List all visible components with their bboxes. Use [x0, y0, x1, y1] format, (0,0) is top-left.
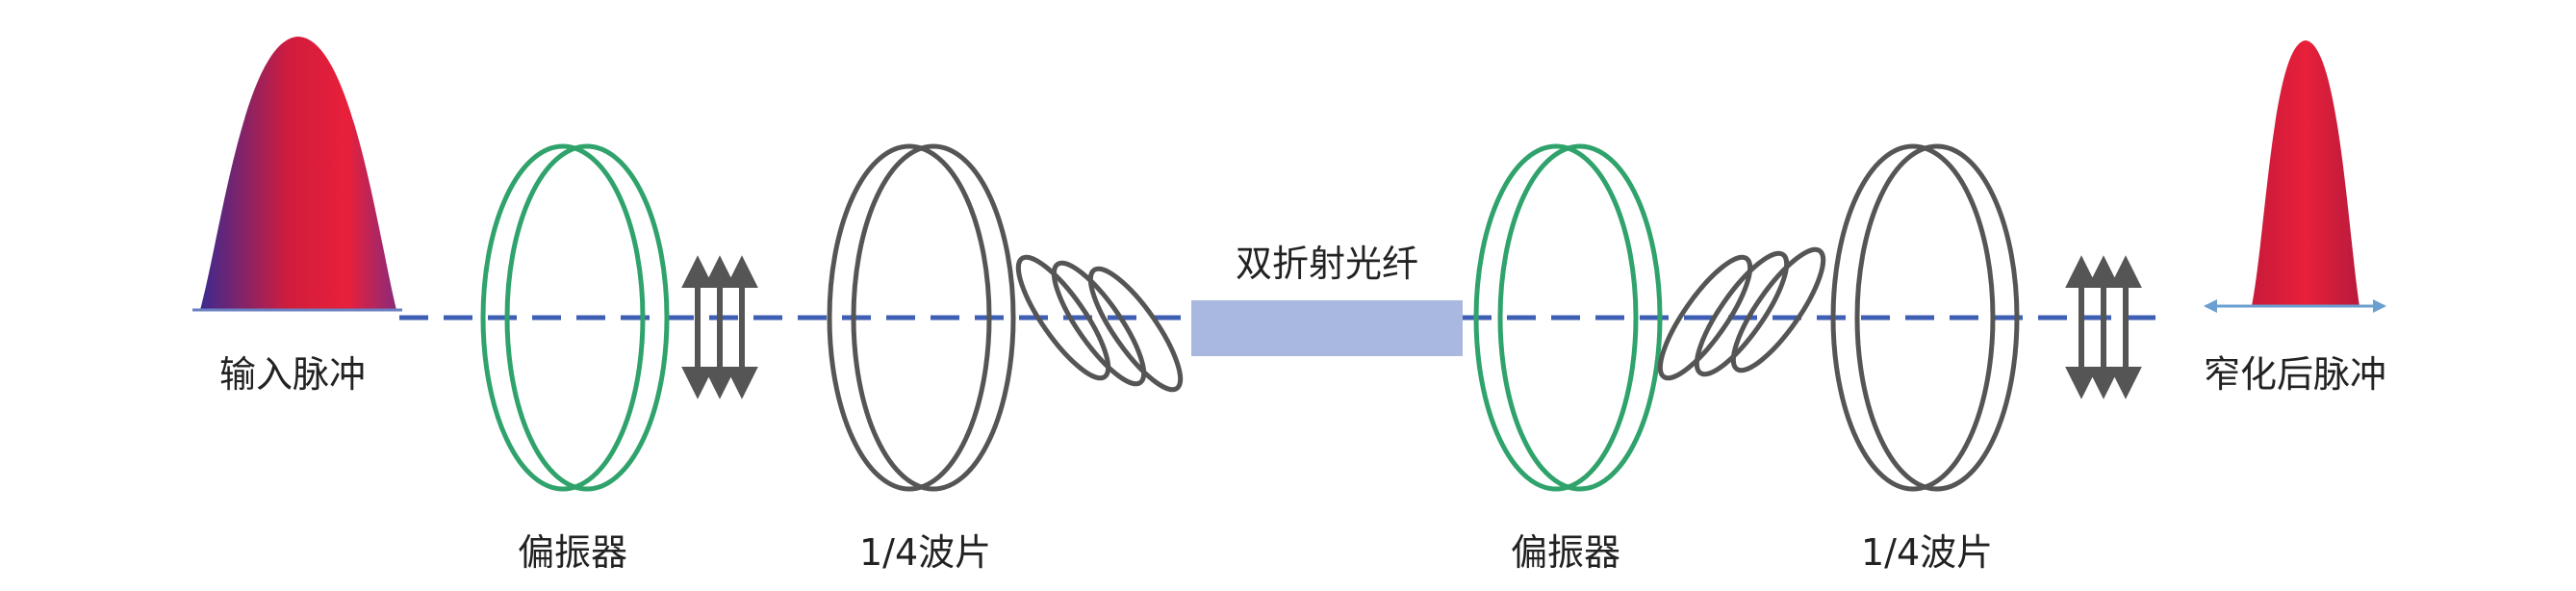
polarizer-2-label: 偏振器: [1511, 531, 1621, 574]
polarizer-1-label: 偏振器: [518, 531, 628, 574]
output-pulse-label: 窄化后脉冲: [2204, 353, 2387, 396]
waveplate-2-label: 1/4波片: [1861, 531, 1994, 574]
waveplate-1-label: 1/4波片: [859, 531, 992, 574]
output-pulse-shape: [2252, 40, 2359, 306]
waveplate-1: [827, 143, 1016, 492]
waveplate-2: [1830, 143, 2020, 492]
polarization-arrows-1: [681, 255, 758, 399]
input-pulse-shape: [200, 37, 396, 310]
input-pulse-label: 输入脉冲: [219, 353, 367, 396]
birefringent-fiber: [1191, 300, 1463, 356]
polarization-helix-1: [1015, 254, 1184, 393]
fiber-label: 双折射光纤: [1236, 243, 1419, 285]
polarizer-2: [1473, 143, 1663, 492]
output-pulse-right-arrowhead: [2373, 299, 2386, 313]
polarization-arrows-2: [2065, 255, 2142, 399]
output-pulse-left-arrowhead: [2204, 299, 2217, 313]
polarization-helix-2: [1657, 246, 1826, 381]
polarizer-1: [480, 143, 670, 492]
